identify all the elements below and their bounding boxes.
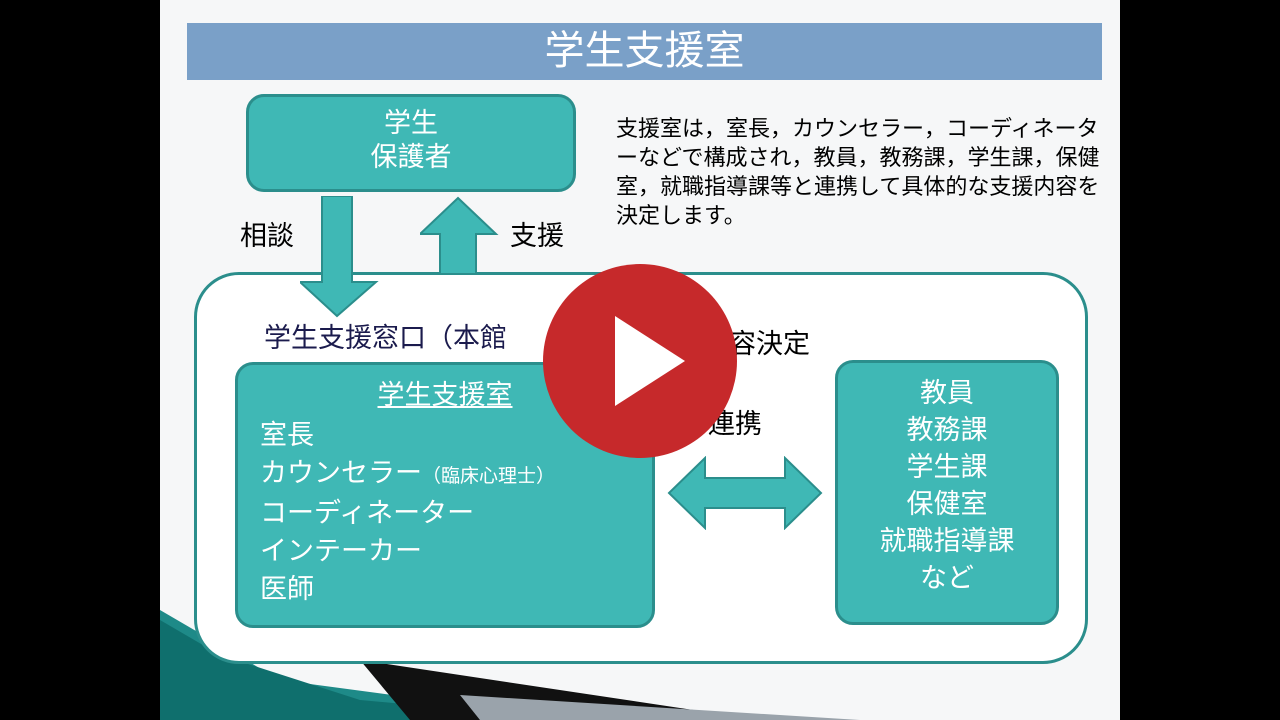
member-item: コーディネーター [260, 498, 475, 529]
partner-item: 学生課 [906, 452, 988, 483]
partner-departments-box: 教員 教務課 学生課 保健室 就職指導課 など [835, 360, 1059, 625]
guardian-label: 保護者 [370, 142, 452, 173]
student-label: 学生 [384, 108, 438, 139]
support-up-arrow-icon [420, 196, 499, 275]
support-label: 支援 [510, 221, 564, 252]
counselor-note: （臨床心理士） [422, 465, 556, 487]
cooperation-double-arrow-icon [667, 456, 823, 530]
play-button[interactable] [543, 264, 737, 458]
partner-item: 教員 [920, 378, 974, 409]
partner-item: など [920, 563, 974, 594]
consult-down-arrow-icon [300, 196, 379, 318]
member-item: 室長 [260, 420, 314, 451]
partner-item: 就職指導課 [879, 526, 1015, 557]
member-item: カウンセラー（臨床心理士） [260, 458, 556, 489]
partner-item: 教務課 [906, 415, 988, 446]
support-room-title: 学生支援室 [377, 380, 513, 411]
play-icon [615, 316, 685, 406]
decorative-swoosh [160, 610, 860, 720]
member-item: インテーカー [260, 536, 422, 567]
member-item: 医師 [260, 574, 314, 605]
slide-title: 学生支援室 [187, 23, 1102, 80]
student-guardian-box: 学生 保護者 [246, 94, 576, 192]
partner-item: 保健室 [906, 489, 988, 520]
description-text: 支援室は，室長，カウンセラー，コーディネーターなどで構成され，教員，教務課，学生… [616, 117, 1100, 229]
support-window-label: 学生支援窓口（本館 [264, 323, 507, 354]
support-room-members: 室長 カウンセラー（臨床心理士） コーディネーター インテーカー 医師 [260, 417, 555, 609]
consult-label: 相談 [240, 221, 294, 252]
slide: 学生支援室 学生 保護者 支援室は，室長，カウンセラー，コーディネーターなどで構… [160, 0, 1120, 720]
